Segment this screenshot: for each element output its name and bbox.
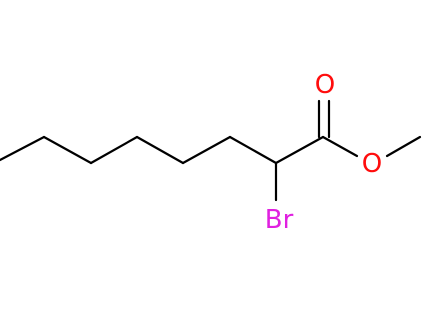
bond-chain-3: [89, 135, 139, 165]
carbonyl-oxygen-label: O: [315, 70, 335, 100]
bond-chain-1: [0, 135, 46, 162]
bond-c-o-single: [321, 135, 359, 158]
bond-o-methyl: [385, 135, 422, 158]
bromine-label: Br: [265, 205, 294, 235]
bond-chain-5: [181, 135, 232, 165]
ester-oxygen-label: O: [362, 149, 382, 179]
bond-alpha-carbonyl: [274, 135, 325, 165]
bond-chain-2: [42, 135, 93, 165]
bond-chain-6: [228, 135, 278, 165]
bond-chain-4: [135, 135, 185, 165]
